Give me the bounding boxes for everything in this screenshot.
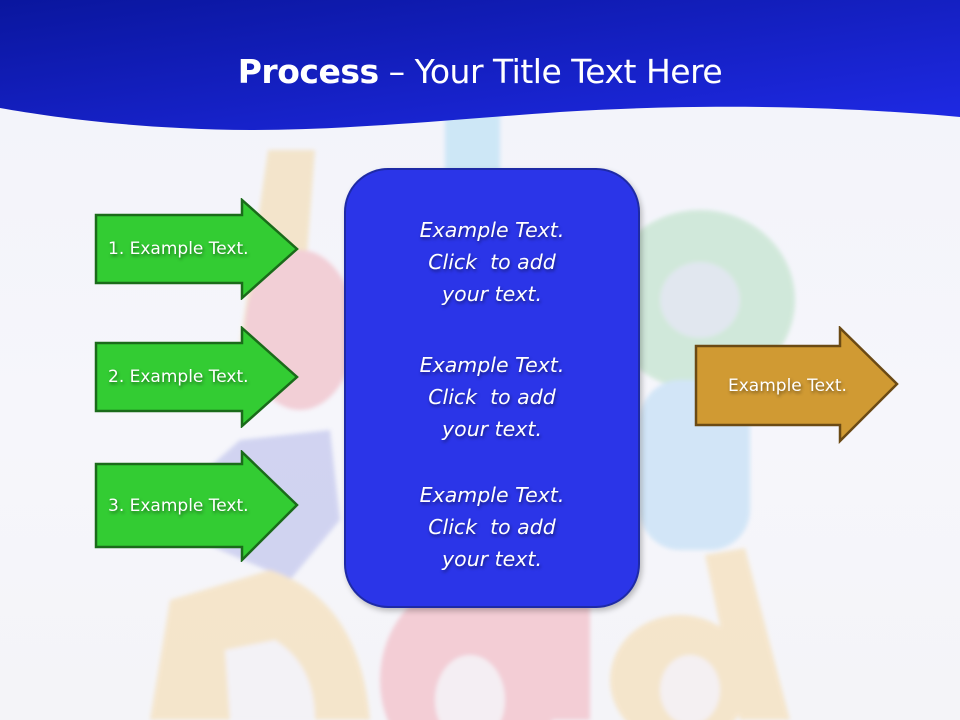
input-arrow-1[interactable]: 1. Example Text.	[94, 198, 300, 300]
process-text-line: your text.	[442, 547, 542, 571]
right-arrow-shape-icon	[694, 326, 899, 444]
input-arrow-3[interactable]: 3. Example Text.	[94, 450, 300, 562]
title-rest: – Your Title Text Here	[378, 52, 723, 91]
process-text-block-3[interactable]: Example Text. Click to add your text.	[346, 479, 638, 575]
right-arrow-shape-icon	[94, 198, 299, 300]
input-arrow-3-label: 3. Example Text.	[108, 495, 249, 516]
process-text-line: Click to add	[428, 385, 556, 409]
right-arrow-shape-icon	[94, 326, 299, 428]
input-arrow-1-label: 1. Example Text.	[108, 239, 249, 259]
process-text-block-1[interactable]: Example Text. Click to add your text.	[346, 214, 638, 310]
process-box[interactable]: Example Text. Click to add your text. Ex…	[344, 168, 640, 608]
process-text-line: Example Text.	[419, 353, 565, 377]
input-arrow-2-label: 2. Example Text.	[108, 367, 249, 387]
process-text-line: Example Text.	[419, 218, 565, 242]
output-arrow[interactable]: Example Text.	[694, 326, 900, 444]
right-arrow-shape-icon	[94, 450, 299, 562]
title-bold: Process	[237, 52, 379, 91]
process-text-line: your text.	[442, 282, 542, 306]
slide-title[interactable]: Process – Your Title Text Here	[0, 52, 960, 91]
output-arrow-label: Example Text.	[728, 375, 847, 396]
process-text-block-2[interactable]: Example Text. Click to add your text.	[346, 349, 638, 445]
input-arrow-2[interactable]: 2. Example Text.	[94, 326, 300, 428]
process-text-line: Click to add	[428, 515, 556, 539]
process-text-line: your text.	[442, 417, 542, 441]
process-text-line: Click to add	[428, 250, 556, 274]
header-band	[0, 0, 960, 130]
process-text-line: Example Text.	[419, 483, 565, 507]
